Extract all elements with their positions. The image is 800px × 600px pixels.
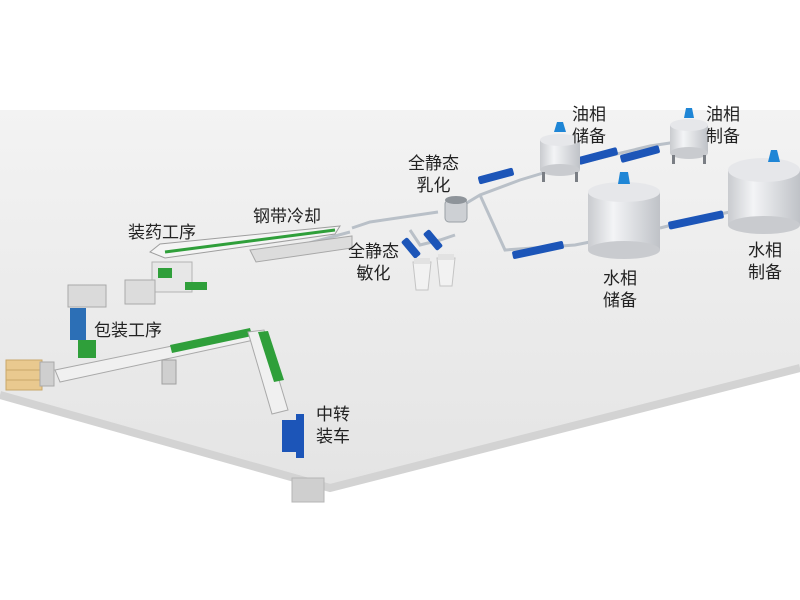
label-sensitize: 全静态 敏化 xyxy=(348,241,399,285)
pump xyxy=(478,167,514,185)
label-transfer-line2: 装车 xyxy=(316,427,350,447)
label-water-storage: 水相 储备 xyxy=(603,268,637,312)
oil-prep-tank xyxy=(670,108,708,164)
oil-storage-tank xyxy=(540,122,580,182)
label-transfer: 中转 装车 xyxy=(316,404,350,448)
charging-station xyxy=(124,261,207,305)
label-water-prep-line2: 制备 xyxy=(748,263,782,283)
label-sensitize-line2: 敏化 xyxy=(356,264,391,284)
pump xyxy=(578,147,618,165)
sensitizing-units xyxy=(412,254,456,291)
label-oil-prep-line1: 油相 xyxy=(706,105,740,125)
label-oil-prep-line2: 制备 xyxy=(706,127,740,147)
floor-platform xyxy=(0,110,800,503)
static-emulsifier xyxy=(444,196,468,223)
label-emulsify-line1: 全静态 xyxy=(408,154,459,174)
label-water-prep-line1: 水相 xyxy=(748,241,782,261)
packaging-line xyxy=(54,284,289,415)
pump xyxy=(401,237,421,259)
label-water-storage-line1: 水相 xyxy=(603,269,637,289)
pump xyxy=(668,210,724,230)
pump xyxy=(423,229,443,251)
transfer-loading-unit xyxy=(282,414,304,458)
label-belt-cooling: 钢带冷却 xyxy=(253,207,321,227)
label-oil-storage: 油相 储备 xyxy=(572,104,606,148)
water-prep-tank xyxy=(728,150,800,234)
label-packaging: 包装工序 xyxy=(94,321,162,341)
pump xyxy=(512,241,564,259)
pallet-stack xyxy=(5,359,55,391)
label-transfer-line1: 中转 xyxy=(316,405,350,425)
label-emulsify-line2: 乳化 xyxy=(416,176,451,196)
label-water-storage-line2: 储备 xyxy=(603,291,637,311)
sensitizing-hopper xyxy=(412,258,432,291)
label-sensitize-line1: 全静态 xyxy=(348,242,399,262)
steel-belt-cooler xyxy=(149,225,353,263)
label-oil-storage-line2: 储备 xyxy=(572,127,606,147)
label-oil-storage-line1: 油相 xyxy=(572,105,606,125)
pump xyxy=(620,145,660,163)
label-emulsify: 全静态 乳化 xyxy=(408,153,459,197)
water-storage-tank xyxy=(588,172,660,259)
label-charging: 装药工序 xyxy=(128,223,196,243)
label-water-prep: 水相 制备 xyxy=(748,240,782,284)
sensitizing-hopper xyxy=(436,254,456,287)
pump-group xyxy=(401,145,724,259)
label-oil-prep: 油相 制备 xyxy=(706,104,740,148)
